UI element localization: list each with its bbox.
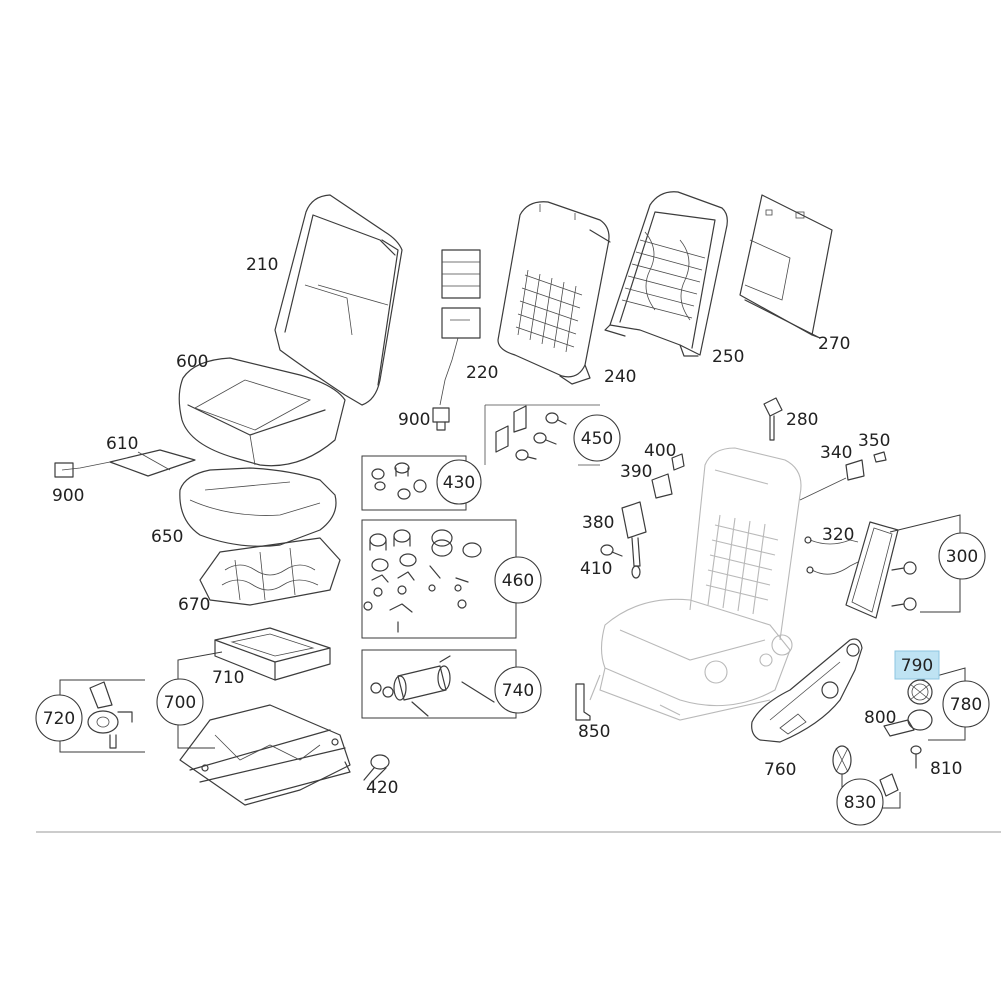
label-900-center[interactable]: 900 xyxy=(398,410,430,430)
part-600-seat-cushion[interactable] xyxy=(178,357,346,467)
callout-700[interactable]: 700 xyxy=(156,678,204,726)
label-650[interactable]: 650 xyxy=(151,527,183,547)
part-280-headrest-guide[interactable] xyxy=(763,397,783,441)
part-670-seat-springs[interactable] xyxy=(199,537,341,606)
label-670[interactable]: 670 xyxy=(178,595,210,615)
callout-790-highlighted[interactable]: 790 xyxy=(894,650,940,680)
label-800[interactable]: 800 xyxy=(864,708,896,728)
part-790-knob[interactable] xyxy=(907,679,933,705)
label-420[interactable]: 420 xyxy=(366,778,398,798)
svg-text:790: 790 xyxy=(901,656,933,676)
part-800-lever[interactable] xyxy=(883,709,933,737)
label-610[interactable]: 610 xyxy=(106,434,138,454)
part-610-heater-mat[interactable] xyxy=(54,449,196,478)
svg-text:430: 430 xyxy=(443,473,475,493)
callout-830[interactable]: 830 xyxy=(836,778,884,826)
svg-text:450: 450 xyxy=(581,429,613,449)
part-390-buckle-cover[interactable] xyxy=(651,473,673,499)
svg-text:700: 700 xyxy=(164,693,196,713)
label-210[interactable]: 210 xyxy=(246,255,278,275)
part-450-clips[interactable] xyxy=(484,404,600,466)
label-850[interactable]: 850 xyxy=(578,722,610,742)
part-320-wiring[interactable] xyxy=(804,536,859,575)
svg-text:300: 300 xyxy=(946,547,978,567)
part-760-side-trim[interactable] xyxy=(751,638,863,743)
label-280[interactable]: 280 xyxy=(786,410,818,430)
backrest-foam-grid xyxy=(515,269,583,353)
part-270-backrest-panel[interactable] xyxy=(739,194,833,339)
svg-text:830: 830 xyxy=(844,793,876,813)
part-240-backrest-foam[interactable] xyxy=(497,201,611,385)
callout-300[interactable]: 300 xyxy=(938,532,986,580)
callout-720[interactable]: 720 xyxy=(35,694,83,742)
svg-text:720: 720 xyxy=(43,709,75,729)
label-240[interactable]: 240 xyxy=(604,367,636,387)
svg-text:460: 460 xyxy=(502,571,534,591)
label-380[interactable]: 380 xyxy=(582,513,614,533)
part-650-cushion-foam[interactable] xyxy=(179,467,337,547)
part-740-adjuster-motor[interactable] xyxy=(370,655,495,717)
part-850-bracket[interactable] xyxy=(575,683,591,721)
label-900-left[interactable]: 900 xyxy=(52,486,84,506)
part-710-seat-frame[interactable] xyxy=(214,627,331,681)
callout-450[interactable]: 450 xyxy=(573,414,621,462)
label-220[interactable]: 220 xyxy=(466,363,498,383)
part-380-seatbelt-buckle[interactable] xyxy=(621,501,647,579)
assembled-seat-grid xyxy=(705,514,779,615)
part-340-switch[interactable] xyxy=(845,459,865,481)
label-810[interactable]: 810 xyxy=(930,759,962,779)
label-340[interactable]: 340 xyxy=(820,443,852,463)
label-400[interactable]: 400 xyxy=(644,441,676,461)
label-270[interactable]: 270 xyxy=(818,334,850,354)
label-390[interactable]: 390 xyxy=(620,462,652,482)
part-460-bearings[interactable] xyxy=(363,529,482,633)
part-420-bolt[interactable] xyxy=(363,754,390,785)
part-810-screw[interactable] xyxy=(910,745,922,769)
assembled-seat-outline xyxy=(589,447,802,721)
part-350-clip[interactable] xyxy=(873,451,887,463)
label-410[interactable]: 410 xyxy=(580,559,612,579)
svg-text:740: 740 xyxy=(502,681,534,701)
part-410-bolt[interactable] xyxy=(600,544,623,557)
part-300-side-panel[interactable] xyxy=(845,521,917,619)
part-700-seat-rail-frame[interactable] xyxy=(179,704,351,806)
part-210-backrest-cover[interactable] xyxy=(274,194,403,406)
svg-text:780: 780 xyxy=(950,695,982,715)
part-220-backrest-heater[interactable] xyxy=(439,249,481,406)
part-250-backrest-frame[interactable] xyxy=(604,191,728,357)
label-350[interactable]: 350 xyxy=(858,431,890,451)
part-900-connector-upper[interactable] xyxy=(432,407,450,431)
label-250[interactable]: 250 xyxy=(712,347,744,367)
label-710[interactable]: 710 xyxy=(212,668,244,688)
part-720-recliner-handle[interactable] xyxy=(87,681,133,749)
callout-430[interactable]: 430 xyxy=(436,459,482,505)
label-760[interactable]: 760 xyxy=(764,760,796,780)
label-320[interactable]: 320 xyxy=(822,525,854,545)
callout-740[interactable]: 740 xyxy=(494,666,542,714)
part-400-button[interactable] xyxy=(671,453,685,471)
part-430-bushings[interactable] xyxy=(371,462,427,500)
label-600[interactable]: 600 xyxy=(176,352,208,372)
callout-780[interactable]: 780 xyxy=(942,680,990,728)
callout-460[interactable]: 460 xyxy=(494,556,542,604)
